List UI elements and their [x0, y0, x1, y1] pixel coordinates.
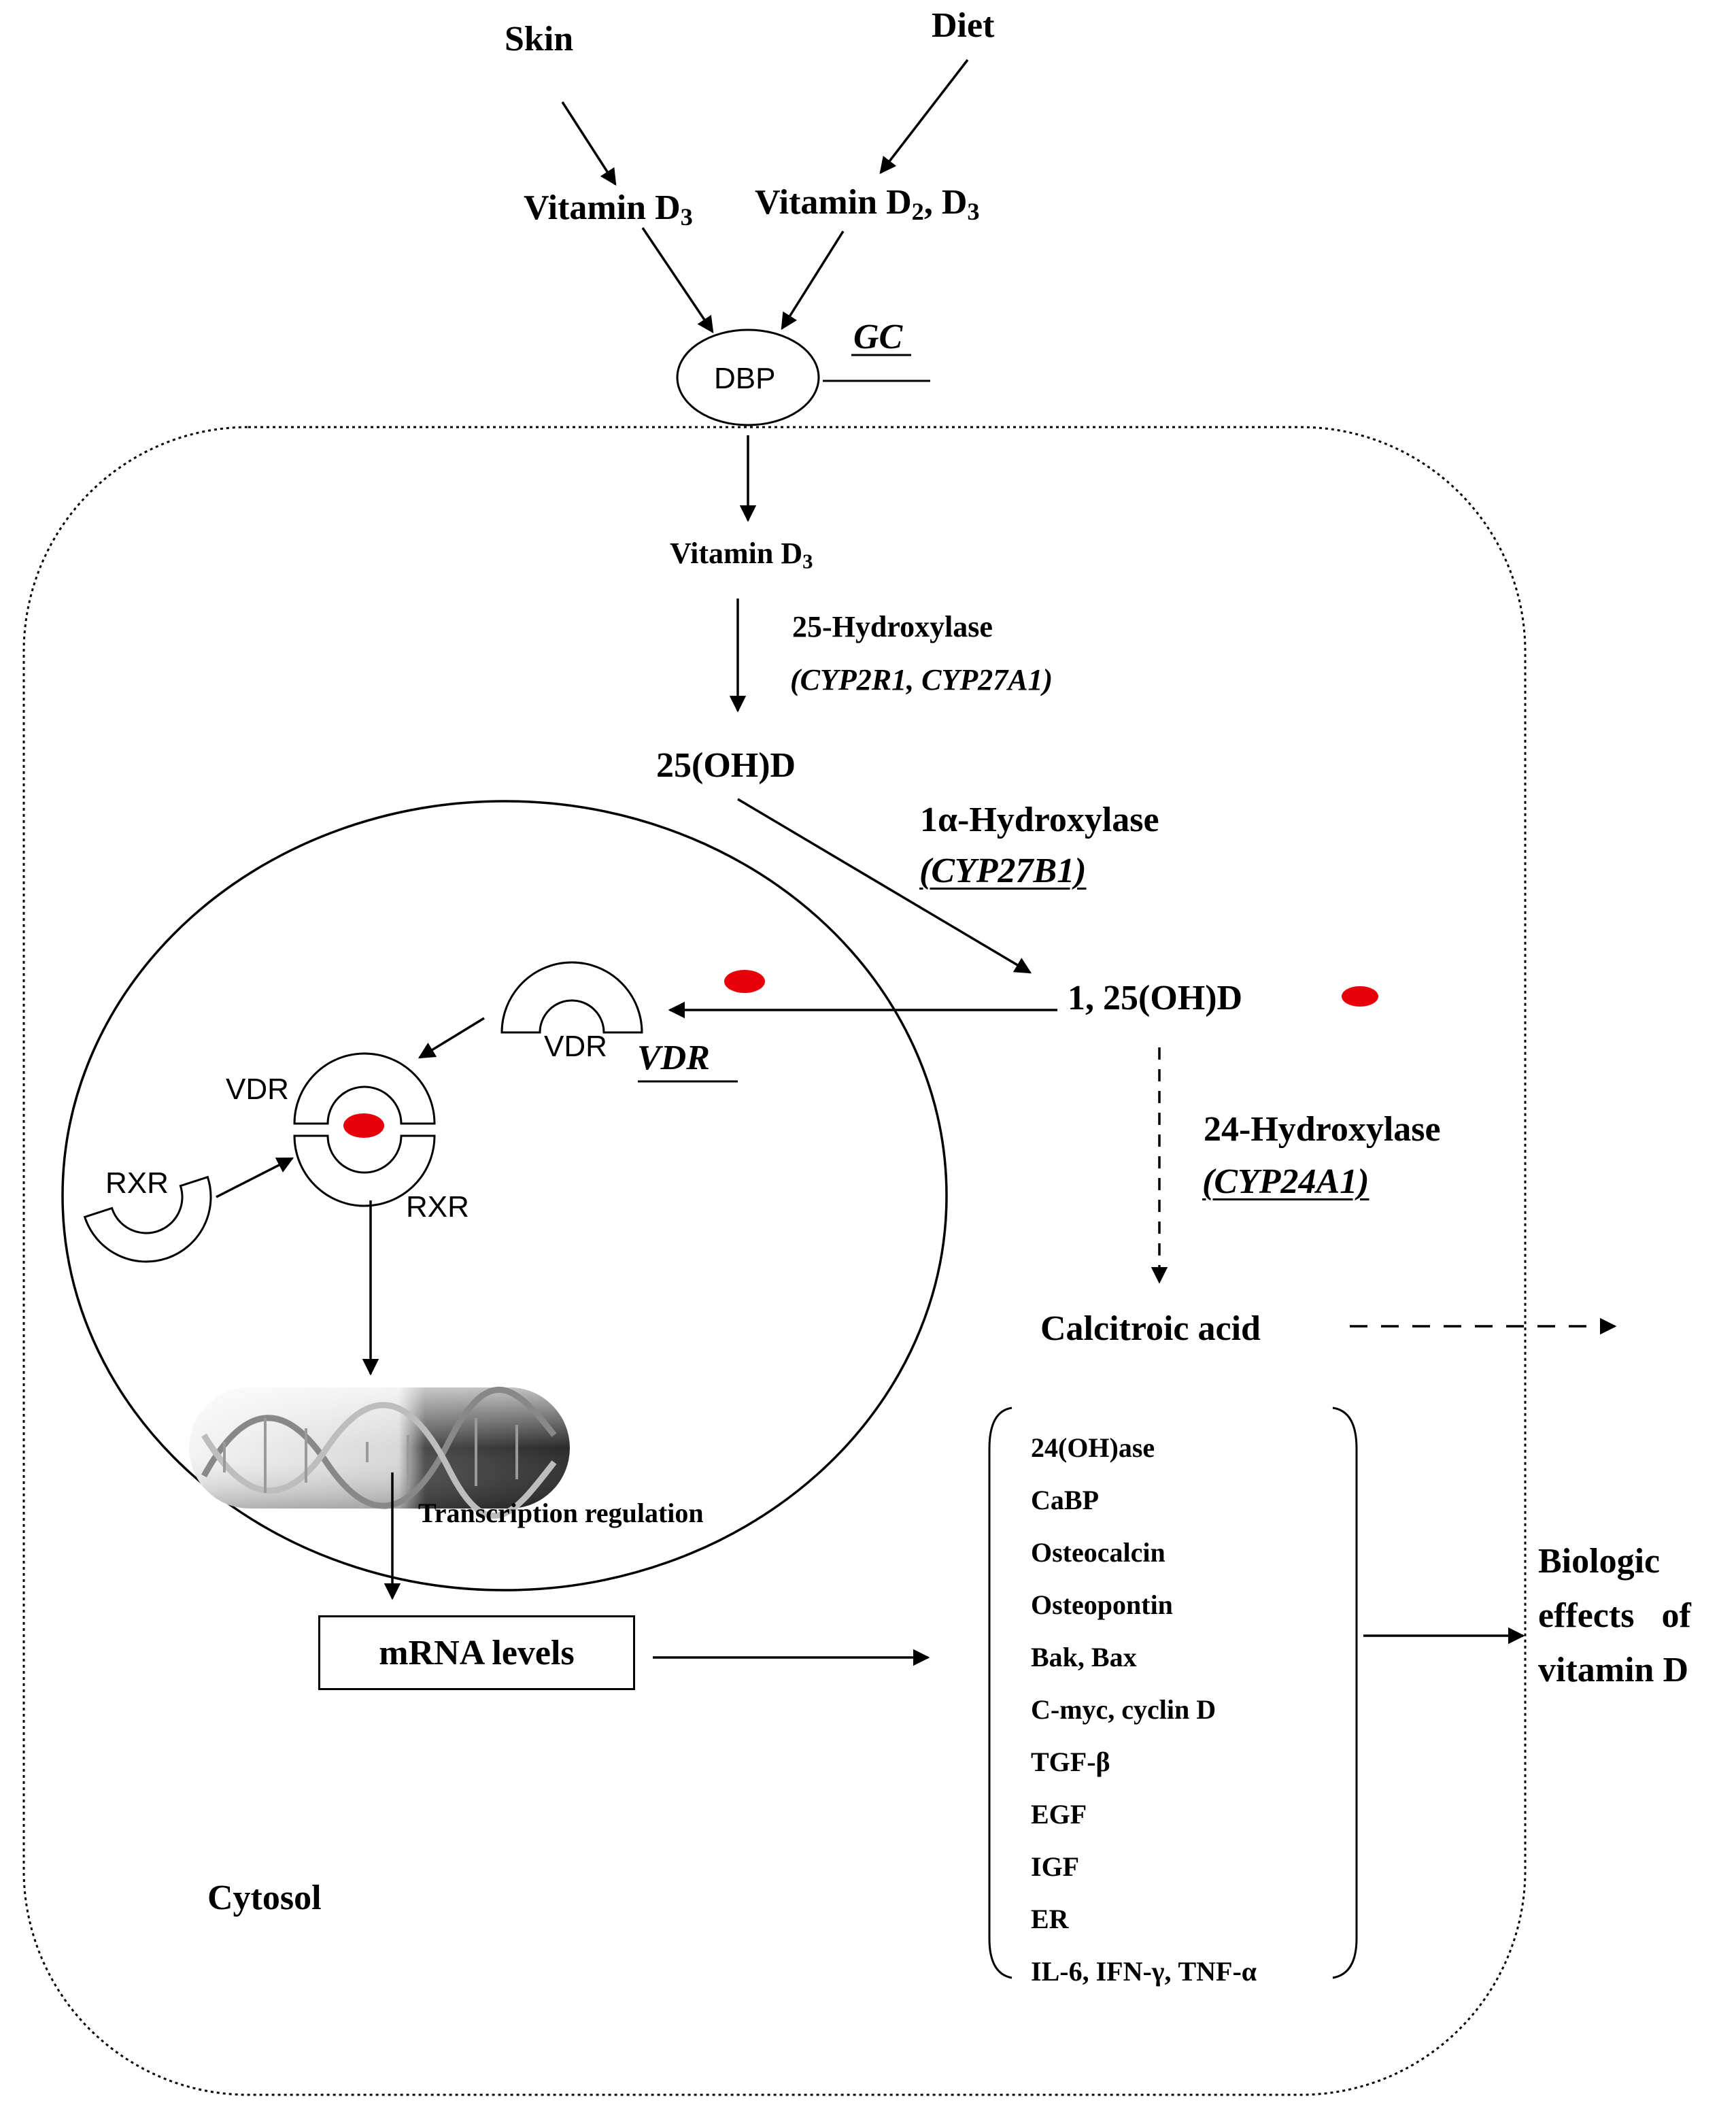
enzyme-24-hydroxylase: 24-Hydroxylase	[1204, 1110, 1441, 1149]
gene-item: CaBP	[1031, 1485, 1099, 1515]
ligand-dot-entering	[724, 970, 765, 993]
enzyme-1a-hydroxylase: 1α-Hydroxylase	[920, 801, 1159, 839]
complex-rxr-label: RXR	[406, 1190, 469, 1224]
metabolite-25-oh-d: 25(OH)D	[656, 746, 796, 785]
rxr-free-label: RXR	[105, 1166, 169, 1200]
dna-capsule-icon	[189, 1386, 570, 1519]
catabolite-calcitroic-acid: Calcitroic acid	[1040, 1309, 1261, 1348]
arrow-vdr-to-complex	[418, 1017, 485, 1059]
mrna-levels-box: mRNA levels	[318, 1615, 635, 1690]
gene-item: IL-6, IFN-γ, TNF-α	[1031, 1956, 1257, 1987]
gene-item: IGF	[1031, 1851, 1080, 1882]
gene-item: EGF	[1031, 1799, 1087, 1830]
arrow-skin-to-vitd3	[561, 101, 617, 186]
gene-item: 24(OH)ase	[1031, 1432, 1155, 1463]
source-skin: Skin	[505, 20, 574, 58]
gene-item: Bak, Bax	[1031, 1642, 1137, 1672]
enzyme-1a-genes: (CYP27B1)	[919, 852, 1087, 890]
arrow-vitd3-to-dbp	[641, 227, 714, 334]
active-form-125-oh-d: 1, 25(OH)D	[1068, 979, 1243, 1017]
target-gene-list: 24(OH)ase CaBP Osteocalcin Osteopontin B…	[1031, 1421, 1257, 1998]
vdr-receptor-label: VDR	[544, 1030, 607, 1063]
enzyme-24-genes: (CYP24A1)	[1202, 1162, 1369, 1201]
ligand-dot-bound	[343, 1113, 384, 1138]
enzyme-25-genes: (CYP2R1, CYP27A1)	[790, 663, 1053, 696]
arrow-rxr-to-complex	[216, 1157, 294, 1198]
rxr-free-shape	[83, 1175, 212, 1263]
complex-rxr-shape	[293, 1134, 436, 1207]
dbp-label: DBP	[714, 362, 776, 395]
gene-item: Osteocalcin	[1031, 1537, 1165, 1568]
outcome-line-3: vitamin D	[1538, 1651, 1688, 1689]
gene-list-right-bracket	[1332, 1407, 1358, 1979]
label-vitamin-d3-cell: Vitamin D3	[670, 537, 813, 573]
complex-vdr-label: VDR	[226, 1073, 289, 1106]
arrow-25ohd-to-125ohd	[737, 798, 1032, 974]
gene-item: Osteopontin	[1031, 1589, 1173, 1620]
gc-gene-label: GC	[853, 318, 903, 356]
ligand-dot-free	[1342, 986, 1378, 1007]
cytosol-label: Cytosol	[207, 1879, 322, 1917]
cell-membrane	[22, 426, 1527, 2096]
source-diet: Diet	[932, 6, 995, 45]
nucleus-outline	[61, 800, 948, 1592]
gene-item: TGF-β	[1031, 1747, 1110, 1777]
enzyme-25-hydroxylase: 25-Hydroxylase	[792, 610, 993, 643]
vdr-receptor-shape	[500, 961, 643, 1034]
gene-item: C-myc, cyclin D	[1031, 1694, 1216, 1725]
label-vitamin-d3-skin: Vitamin D3	[524, 188, 693, 231]
gene-list-left-bracket	[988, 1407, 1012, 1979]
transcription-regulation-label: Transcription regulation	[418, 1498, 704, 1528]
arrow-vitd2d3-to-dbp	[781, 231, 845, 331]
dbp-ellipse	[676, 329, 820, 426]
gene-item: ER	[1031, 1904, 1069, 1934]
complex-vdr-shape	[293, 1052, 436, 1125]
outcome-line-1: Biologic	[1538, 1542, 1661, 1581]
vdr-gene-label: VDR	[637, 1039, 710, 1077]
mrna-levels-label: mRNA levels	[379, 1633, 575, 1672]
label-vitamin-d2-d3-diet: Vitamin D2, D3	[755, 183, 980, 226]
arrow-diet-to-vitd2d3	[879, 58, 969, 174]
